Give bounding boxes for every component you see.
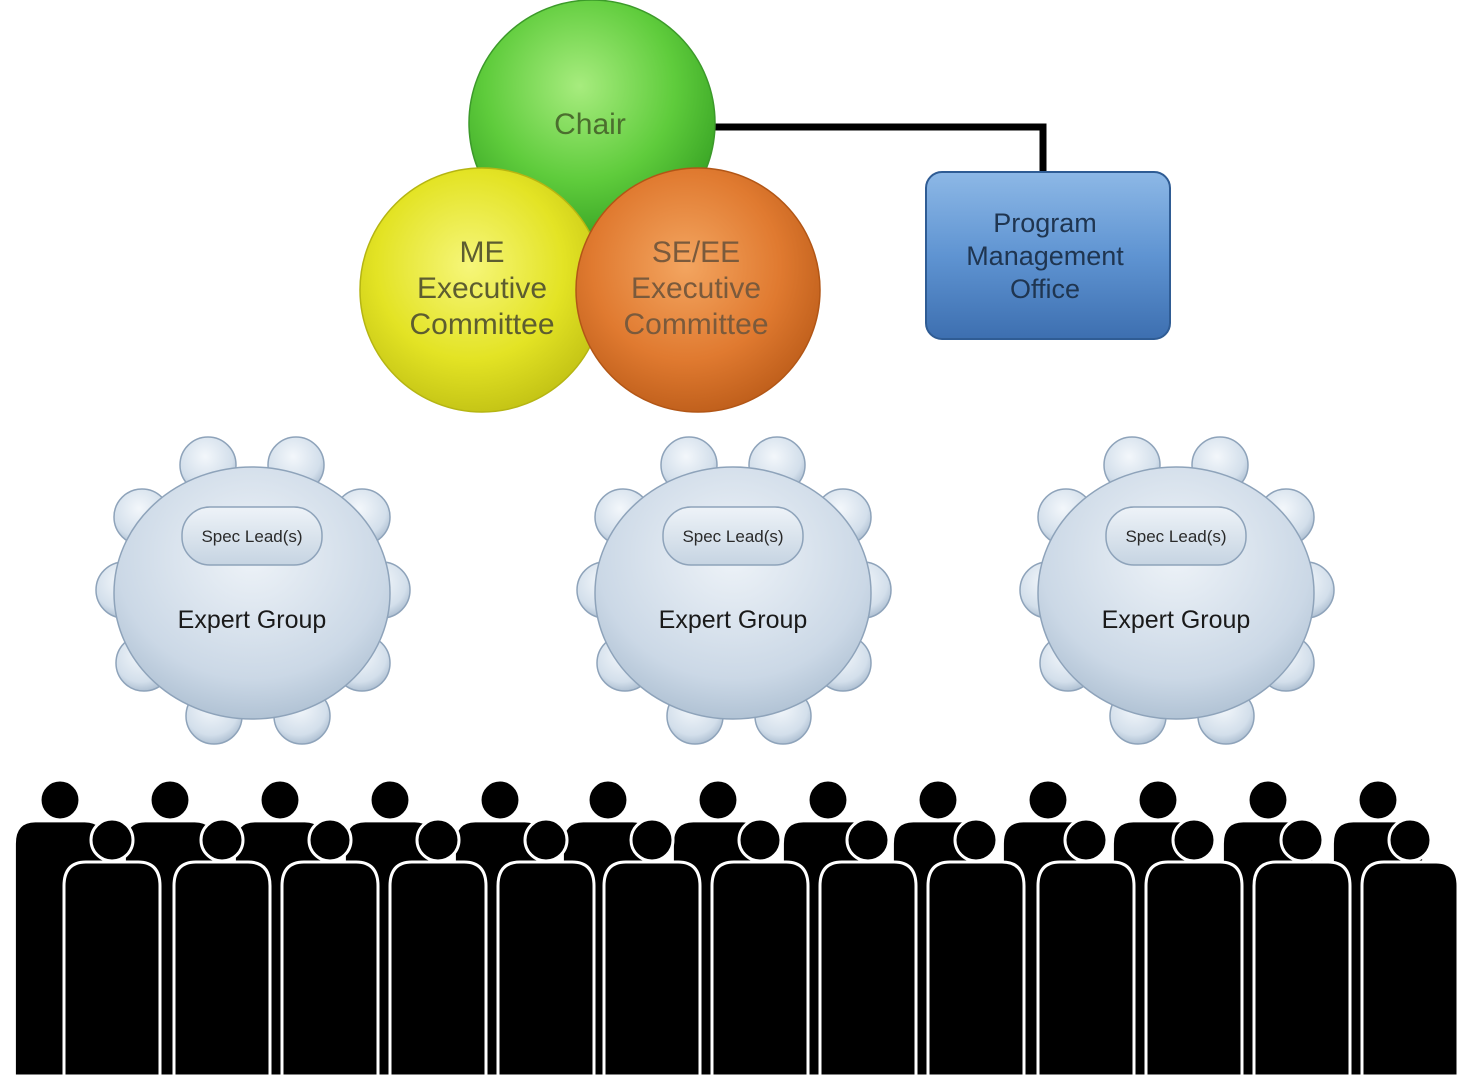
connector-line — [708, 123, 1047, 176]
table-body — [113, 466, 391, 720]
person-silhouette — [710, 817, 810, 1076]
expert-group-table: Spec Lead(s) Expert Group — [576, 436, 892, 745]
table-body — [594, 466, 872, 720]
spec-lead-pill — [181, 506, 323, 566]
table-body — [1037, 466, 1315, 720]
program-management-office-node: Program Management Office — [925, 171, 1171, 340]
spec-lead-label: Spec Lead(s) — [201, 527, 302, 546]
person-silhouette — [1036, 817, 1136, 1076]
se-label-line-2: Executive — [631, 272, 761, 305]
chair-label: Chair — [554, 108, 626, 141]
se-label-line-1: SE/EE — [652, 236, 740, 269]
person-silhouette — [172, 817, 272, 1076]
crowd-of-members — [12, 778, 1458, 1076]
person-silhouette — [1252, 817, 1352, 1076]
me-executive-committee-node: ME Executive Committee — [359, 167, 605, 413]
spec-lead-pill — [1105, 506, 1247, 566]
spec-lead-pill — [662, 506, 804, 566]
person-silhouette — [926, 817, 1026, 1076]
me-label-line-1: ME — [460, 236, 505, 269]
expert-group-label: Expert Group — [1102, 606, 1251, 634]
pmo-label-line-2: Management — [966, 241, 1124, 271]
me-label-line-2: Executive — [417, 272, 547, 305]
expert-groups: Spec Lead(s) Expert Group Spec Lead(s) Expe… — [95, 436, 1335, 745]
spec-lead-label: Spec Lead(s) — [682, 527, 783, 546]
expert-group-table: Spec Lead(s) Expert Group — [95, 436, 411, 745]
person-silhouette — [602, 817, 702, 1076]
se-ee-executive-committee-node: SE/EE Executive Committee — [575, 167, 821, 413]
expert-group-table: Spec Lead(s) Expert Group — [1019, 436, 1335, 745]
me-label-line-3: Committee — [409, 308, 554, 341]
pmo-label-line-1: Program — [993, 208, 1097, 238]
person-silhouette — [280, 817, 380, 1076]
person-silhouette — [818, 817, 918, 1076]
pmo-label-line-3: Office — [1010, 274, 1080, 304]
person-silhouette — [1144, 817, 1244, 1076]
person-silhouette — [62, 817, 162, 1076]
expert-group-label: Expert Group — [659, 606, 808, 634]
person-silhouette — [496, 817, 596, 1076]
spec-lead-label: Spec Lead(s) — [1125, 527, 1226, 546]
expert-group-label: Expert Group — [178, 606, 327, 634]
person-silhouette — [388, 817, 488, 1076]
se-label-line-3: Committee — [623, 308, 768, 341]
